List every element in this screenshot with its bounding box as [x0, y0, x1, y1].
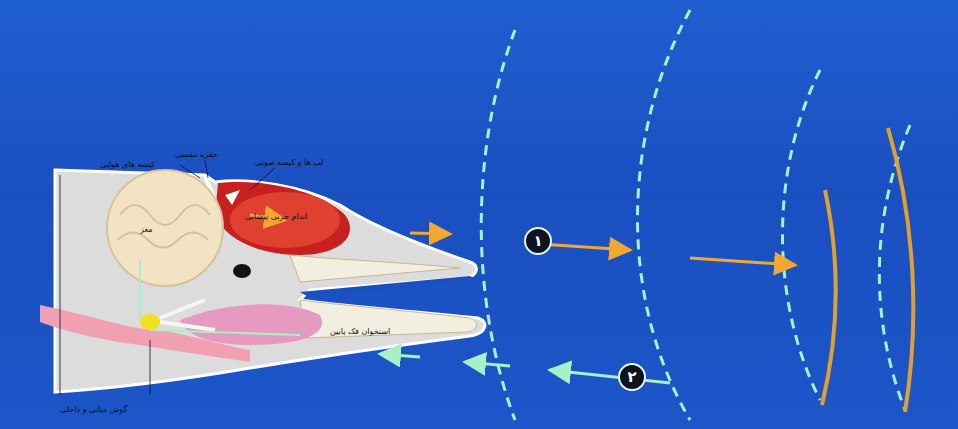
part-label: کیسه های هوایی — [100, 160, 155, 169]
melon — [215, 182, 350, 255]
melon-core — [230, 192, 340, 248]
wave-front — [783, 70, 821, 400]
wave-front — [879, 125, 910, 410]
part-label: لب ها و کیسه صوتی — [255, 158, 323, 167]
inner-ear — [140, 314, 160, 330]
received-path — [140, 260, 300, 335]
dolphin-head — [55, 170, 485, 392]
echo-arrow — [380, 354, 420, 357]
wave-front — [481, 30, 515, 420]
part-label: گوش میانی و داخلی — [60, 405, 127, 414]
echo-arc — [888, 128, 913, 412]
part-label: اندام چربی پیشانی — [245, 212, 307, 221]
sound-arrow — [690, 258, 795, 265]
leader-line — [60, 160, 275, 395]
part-label: حفره تنفسی — [175, 150, 218, 159]
wave-front — [638, 10, 691, 420]
brain — [107, 170, 223, 286]
throat-tissue — [40, 305, 250, 362]
sound-channel — [160, 300, 215, 330]
eye — [233, 264, 251, 278]
lower-jaw-bone — [300, 300, 477, 338]
part-label: استخوان فک پایین — [330, 327, 390, 336]
brain-folds — [118, 205, 210, 248]
echo-arrow — [465, 362, 510, 366]
sound-arrow — [410, 233, 450, 234]
part-label: مغز — [140, 225, 153, 234]
callout-circle: ۱ — [524, 227, 552, 255]
air-sac — [225, 190, 240, 205]
upper-jaw-bone — [290, 255, 460, 282]
callout-number: ۲ — [627, 370, 636, 385]
echo-arc — [822, 190, 836, 405]
echo-arrow — [550, 370, 670, 383]
callout-circle: ۲ — [618, 363, 646, 391]
jaw-fat — [180, 304, 322, 345]
callout-number: ۱ — [533, 234, 542, 249]
